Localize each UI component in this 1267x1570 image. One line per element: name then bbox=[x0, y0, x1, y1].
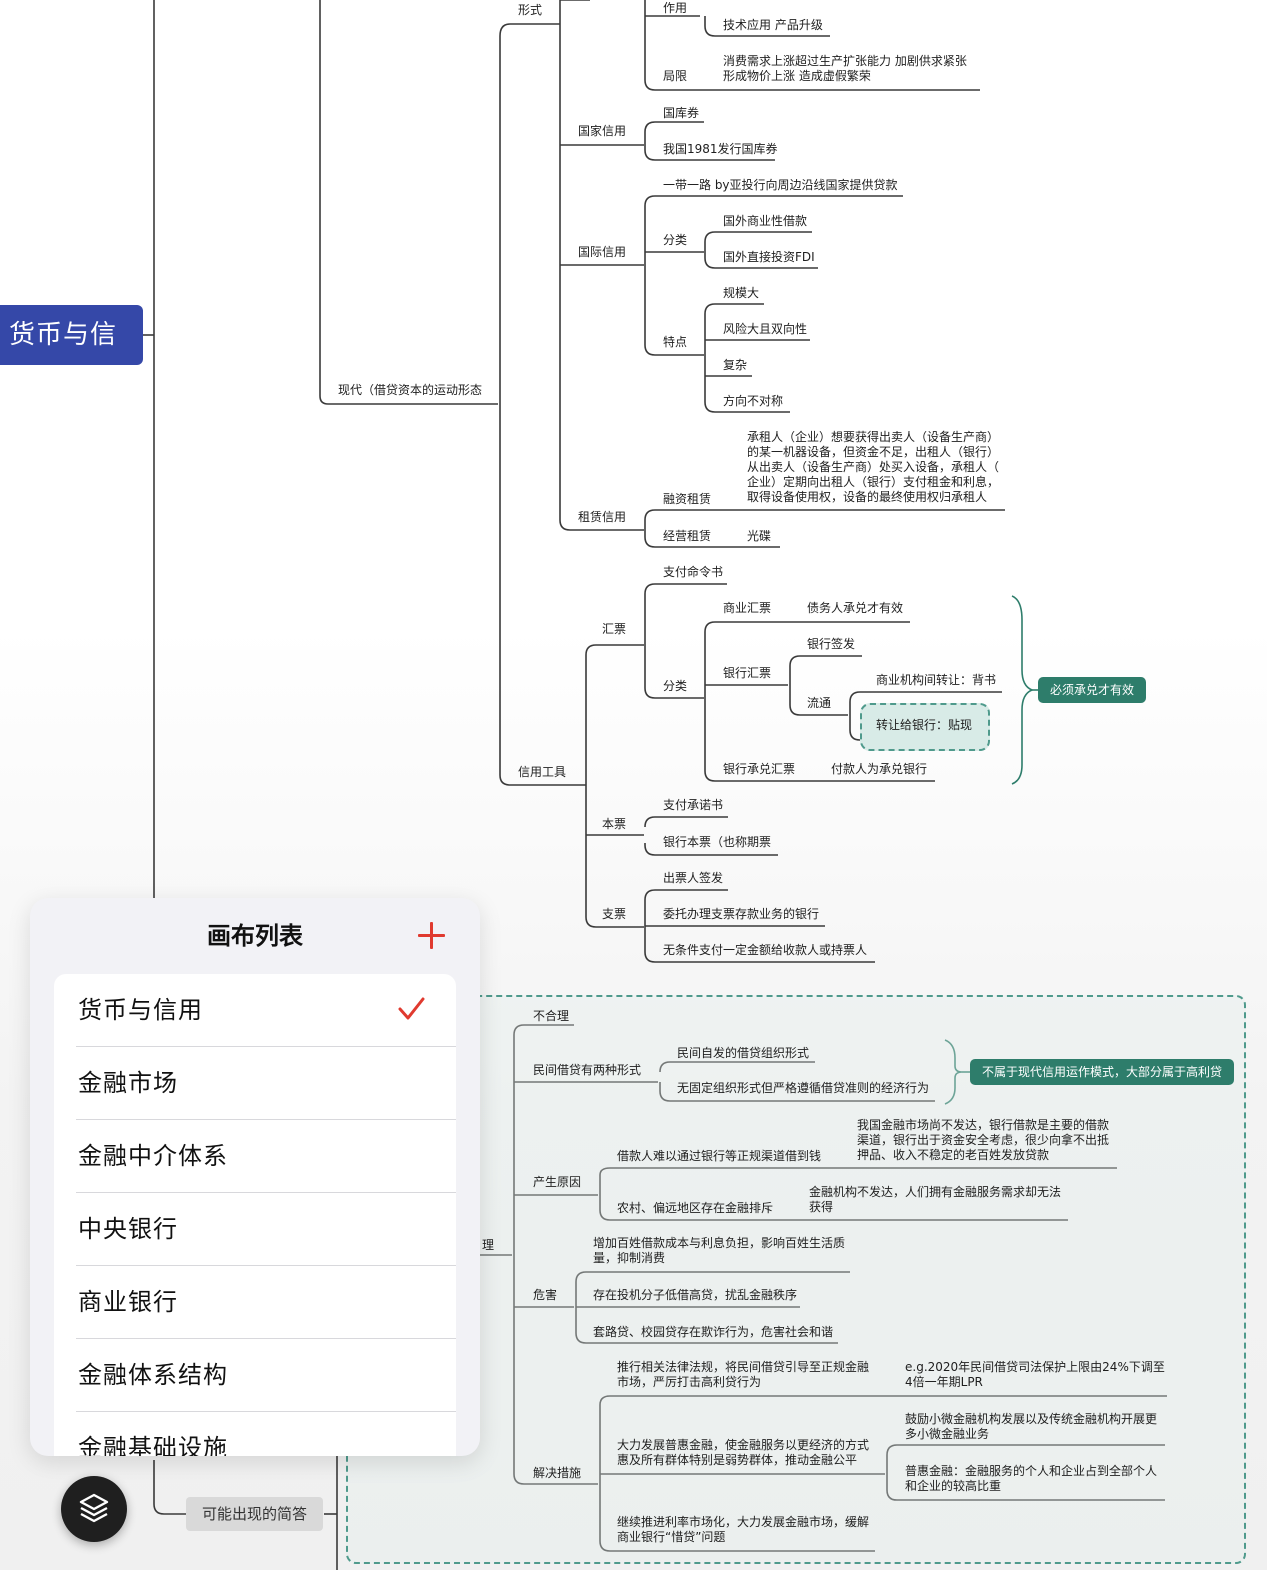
node-guojia-xinyong[interactable]: 国家信用 bbox=[578, 124, 627, 138]
node-zulin-xinyong[interactable]: 租赁信用 bbox=[578, 510, 627, 524]
node-fenlei-1[interactable]: 分类 bbox=[663, 233, 688, 247]
node-guokuquan[interactable]: 国库券 bbox=[663, 106, 700, 120]
node-guangdie[interactable]: 光碟 bbox=[747, 529, 772, 543]
node-zifa[interactable]: 民间自发的借贷组织形式 bbox=[677, 1046, 810, 1060]
canvas-item-huobi[interactable]: 货币与信用 bbox=[54, 974, 456, 1047]
divider bbox=[76, 1338, 456, 1339]
node-chupiao[interactable]: 出票人签发 bbox=[663, 871, 724, 885]
node-guowai-shangye[interactable]: 国外商业性借款 bbox=[723, 214, 808, 228]
node-yidaiyilu[interactable]: 一带一路 by亚投行向周边沿线国家提供贷款 bbox=[663, 178, 898, 192]
node-juxian[interactable]: 局限 bbox=[663, 69, 688, 83]
canvas-item-zhongyang-yinhang[interactable]: 中央银行 bbox=[54, 1193, 456, 1266]
canvas-item-label: 金融市场 bbox=[78, 1069, 178, 1097]
node-tuixing[interactable]: 推行相关法律法规，将民间借贷引导至正规金融 市场，严厉打击高利贷行为 bbox=[617, 1360, 870, 1389]
divider bbox=[76, 1046, 456, 1047]
summary-bixu-chengdui[interactable]: 必须承兑才有效 bbox=[1038, 677, 1147, 703]
node-zhaiwu[interactable]: 债务人承兑才有效 bbox=[807, 601, 904, 615]
node-fukuanren[interactable]: 付款人为承兑银行 bbox=[831, 762, 928, 776]
canvas-item-label: 金融基础设施 bbox=[78, 1434, 228, 1456]
node-shangye-huipiao[interactable]: 商业汇票 bbox=[723, 601, 772, 615]
node-rongzi[interactable]: 融资租赁 bbox=[663, 492, 712, 506]
node-guoji-xinyong[interactable]: 国际信用 bbox=[578, 245, 627, 259]
node-fuza[interactable]: 复杂 bbox=[723, 358, 748, 372]
divider bbox=[76, 1411, 456, 1412]
node-touji[interactable]: 存在投机分子低借高贷，扰乱金融秩序 bbox=[593, 1288, 798, 1302]
node-woguo[interactable]: 我国1981发行国库券 bbox=[663, 142, 778, 156]
node-yinhang-benpiao[interactable]: 银行本票（也称期票 bbox=[663, 835, 772, 849]
node-tedian[interactable]: 特点 bbox=[663, 335, 688, 349]
canvas-item-shangye-yinhang[interactable]: 商业银行 bbox=[54, 1266, 456, 1339]
node-puhui[interactable]: 普惠金融：金融服务的个人和企业占到全部个人 和企业的较高比重 bbox=[905, 1464, 1158, 1493]
node-li-partial[interactable]: 理 bbox=[482, 1238, 495, 1252]
node-guli[interactable]: 鼓励小微金融机构发展以及传统金融机构开展更 多小微金融业务 bbox=[905, 1412, 1158, 1441]
node-weituo[interactable]: 委托办理支票存款业务的银行 bbox=[663, 907, 820, 921]
node-zengjia[interactable]: 增加百姓借款成本与利息负担，影响百姓生活质 量，抑制消费 bbox=[593, 1236, 846, 1265]
node-liutong[interactable]: 流通 bbox=[807, 696, 832, 710]
node-zhuanrang[interactable]: 转让给银行：贴现 bbox=[876, 718, 973, 732]
node-jingying[interactable]: 经营租赁 bbox=[663, 529, 712, 543]
node-huipiao[interactable]: 汇票 bbox=[602, 622, 627, 636]
canvas-item-jinrong-jichu[interactable]: 金融基础设施 bbox=[54, 1412, 456, 1456]
divider bbox=[76, 1265, 456, 1266]
node-taolu[interactable]: 套路贷、校园贷存在欺诈行为，危害社会和谐 bbox=[593, 1325, 834, 1339]
node-zhipiao[interactable]: 支票 bbox=[602, 907, 627, 921]
node-chansheng[interactable]: 产生原因 bbox=[533, 1175, 582, 1189]
layers-button[interactable] bbox=[61, 1476, 127, 1542]
layers-icon bbox=[79, 1493, 109, 1523]
node-guimo[interactable]: 规模大 bbox=[723, 286, 760, 300]
node-guowai-fdi[interactable]: 国外直接投资FDI bbox=[723, 250, 815, 264]
root-node[interactable]: 货币与信用 bbox=[0, 305, 143, 410]
node-xiandai[interactable]: 现代（借贷资本的运动形态 bbox=[338, 383, 483, 397]
node-dali[interactable]: 大力发展普惠金融，使金融服务以更经济的方式 惠及所有群体特别是弱势群体，推动金融… bbox=[617, 1438, 870, 1467]
canvas-item-jinrong-tixi[interactable]: 金融体系结构 bbox=[54, 1339, 456, 1412]
node-jishu[interactable]: 技术应用 产品升级 bbox=[723, 18, 823, 32]
node-juxian-text[interactable]: 消费需求上涨超过生产扩张能力 加剧供求紧张 形成物价上涨 造成虚假繁荣 bbox=[723, 54, 967, 83]
node-eg2020[interactable]: e.g.2020年民间借贷司法保护上限由24%下调至 4倍一年期LPR bbox=[905, 1360, 1165, 1389]
panel-title: 画布列表 bbox=[207, 922, 303, 950]
canvas-item-jinrong-zhongjie[interactable]: 金融中介体系 bbox=[54, 1120, 456, 1193]
canvas-item-label: 金融体系结构 bbox=[78, 1361, 228, 1389]
node-rongzi-text[interactable]: 承租人（企业）想要获得出卖人（设备生产商） 的某一机器设备，但资金不足，出租人（… bbox=[747, 430, 1000, 504]
node-zuoyong[interactable]: 作用 bbox=[663, 1, 688, 15]
summary-group-box bbox=[346, 995, 1246, 1564]
node-yinhang-qianfa[interactable]: 银行签发 bbox=[807, 637, 856, 651]
canvas-list: 货币与信用 金融市场 金融中介体系 中央银行 商业银行 金融体系结构 金融基础 bbox=[54, 974, 456, 1456]
summary-bushuyu[interactable]: 不属于现代信用运作模式，大部分属于高利贷 bbox=[970, 1059, 1235, 1085]
node-fengxian[interactable]: 风险大且双向性 bbox=[723, 322, 808, 336]
divider bbox=[76, 1119, 456, 1120]
node-jinrong-jigou[interactable]: 金融机构不发达，人们拥有金融服务需求却无法 获得 bbox=[809, 1185, 1062, 1214]
node-xinyong-gongju[interactable]: 信用工具 bbox=[518, 765, 567, 779]
node-jixu[interactable]: 继续推进利率市场化，大力发展金融市场，缓解 商业银行“惜贷”问题 bbox=[617, 1515, 870, 1544]
node-wuguding[interactable]: 无固定组织形式但严格遵循借贷准则的经济行为 bbox=[677, 1081, 930, 1095]
node-keneng-jianda[interactable]: 可能出现的简答 bbox=[186, 1497, 324, 1531]
canvas-item-label: 货币与信用 bbox=[78, 996, 203, 1024]
canvas-item-label: 金融中介体系 bbox=[78, 1142, 228, 1170]
node-liangzhong[interactable]: 民间借贷有两种形式 bbox=[533, 1063, 642, 1077]
node-chengdui-huipiao[interactable]: 银行承兑汇票 bbox=[723, 762, 796, 776]
node-nongcun[interactable]: 农村、偏远地区存在金融排斥 bbox=[617, 1201, 774, 1215]
node-fangxiang[interactable]: 方向不对称 bbox=[723, 394, 784, 408]
node-xingshi[interactable]: 形式 bbox=[518, 3, 543, 17]
canvas-item-jinrong-shichang[interactable]: 金融市场 bbox=[54, 1047, 456, 1120]
node-fenlei-2[interactable]: 分类 bbox=[663, 679, 688, 693]
node-yinhang-huipiao[interactable]: 银行汇票 bbox=[723, 666, 772, 680]
node-shangye-jigou[interactable]: 商业机构间转让：背书 bbox=[876, 673, 997, 687]
node-wutiaojian[interactable]: 无条件支付一定金额给收款人或持票人 bbox=[663, 943, 868, 957]
node-weihai[interactable]: 危害 bbox=[533, 1288, 558, 1302]
node-zhifu-chengnuo[interactable]: 支付承诺书 bbox=[663, 798, 724, 812]
divider bbox=[76, 1192, 456, 1193]
checkmark-icon bbox=[398, 997, 425, 1020]
plus-icon[interactable] bbox=[414, 918, 450, 954]
node-zhifu-mingling[interactable]: 支付命令书 bbox=[663, 565, 724, 579]
node-buheli[interactable]: 不合理 bbox=[533, 1009, 570, 1023]
node-woguo-jinrong[interactable]: 我国金融市场尚不发达，银行借款是主要的借款 渠道，银行出于资金安全考虑，很少向拿… bbox=[857, 1118, 1110, 1162]
canvas-item-label: 商业银行 bbox=[78, 1288, 178, 1316]
canvas-list-panel: 画布列表 货币与信用 金融市场 金融中介体系 中央银行 商业银行 金融体系结构 bbox=[30, 898, 480, 1456]
canvas-item-label: 中央银行 bbox=[78, 1215, 178, 1243]
node-jiekuanren[interactable]: 借款人难以通过银行等正规渠道借到钱 bbox=[617, 1149, 822, 1163]
node-jiejue[interactable]: 解决措施 bbox=[533, 1466, 582, 1480]
node-benpiao[interactable]: 本票 bbox=[602, 817, 627, 831]
node-zhuanrang-highlight bbox=[860, 703, 990, 751]
